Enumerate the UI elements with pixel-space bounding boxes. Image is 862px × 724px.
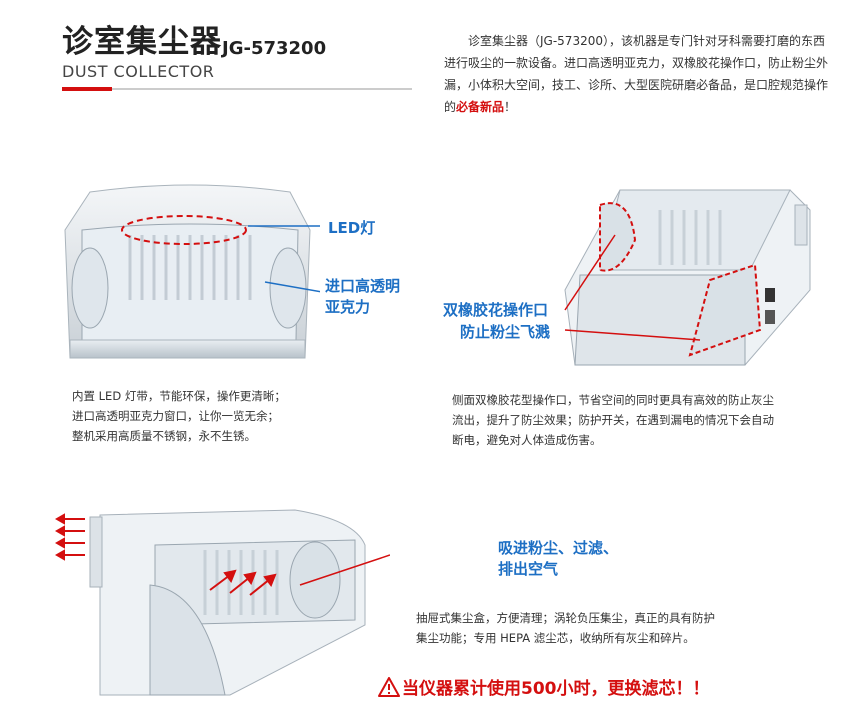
intro-paragraph: 诊室集尘器（JG-573200），该机器是专门针对牙科需要打磨的东西进行吸尘的一… xyxy=(444,30,836,118)
title-divider xyxy=(62,88,412,90)
section1-line: 整机采用高质量不锈钢，永不生锈。 xyxy=(72,429,256,443)
section2-line: 侧面双橡胶花型操作口，节省空间的同时更具有高效的防止灰尘 xyxy=(452,393,774,407)
filter-warning: 当仪器累计使用500小时，更换滤芯！！ xyxy=(378,676,710,702)
callout-led: LED灯 xyxy=(328,219,376,237)
section2-line: 断电，避免对人体造成伤害。 xyxy=(452,433,602,447)
intro-text: 诊室集尘器（JG-573200），该机器是专门针对牙科需要打磨的东西进行吸尘的一… xyxy=(444,34,829,114)
product-side-view-image xyxy=(564,189,811,366)
section3-line: 集尘功能；专用 HEPA 滤尘芯，收纳所有灰尘和碎片。 xyxy=(416,631,695,645)
warning-text: 当仪器累计使用500小时，更换滤芯！！ xyxy=(402,679,710,699)
page-title: 诊室集尘器 xyxy=(62,24,222,60)
intro-end: ！ xyxy=(504,100,517,114)
section1-description: 内置 LED 灯带，节能环保，操作更清晰； 进口高透明亚克力窗口，让你一览无余；… xyxy=(72,386,402,446)
intro-highlight: 必备新品 xyxy=(456,100,505,114)
callout-rubber-ports-line1: 双橡胶花操作口 xyxy=(443,301,549,319)
section3-description: 抽屉式集尘盒，方便清理；涡轮负压集尘，真正的具有防护 集尘功能；专用 HEPA … xyxy=(416,608,796,648)
product-airflow-image xyxy=(55,509,390,696)
section1-line: 内置 LED 灯带，节能环保，操作更清晰； xyxy=(72,389,286,403)
callout-rubber-ports-line2: 防止粉尘飞溅 xyxy=(460,323,551,341)
section2-description: 侧面双橡胶花型操作口，节省空间的同时更具有高效的防止灰尘 流出，提升了防尘效果；… xyxy=(452,390,822,450)
section2-line: 流出，提升了防尘效果；防护开关，在遇到漏电的情况下会自动 xyxy=(452,413,774,427)
title-accent-bar xyxy=(62,87,112,91)
product-front-view-image xyxy=(64,184,320,359)
section3-line: 抽屉式集尘盒，方便清理；涡轮负压集尘，真正的具有防护 xyxy=(416,611,715,625)
model-number: JG-573200 xyxy=(222,38,327,59)
english-title: DUST COLLECTOR xyxy=(62,62,215,81)
warning-icon xyxy=(378,677,400,697)
callout-airflow-line1: 吸进粉尘、过滤、 xyxy=(498,539,619,557)
callout-acrylic-line1: 进口高透明 xyxy=(325,277,401,295)
callout-airflow-line2: 排出空气 xyxy=(498,560,559,578)
callout-acrylic-line2: 亚克力 xyxy=(325,298,371,316)
section1-line: 进口高透明亚克力窗口，让你一览无余； xyxy=(72,409,279,423)
